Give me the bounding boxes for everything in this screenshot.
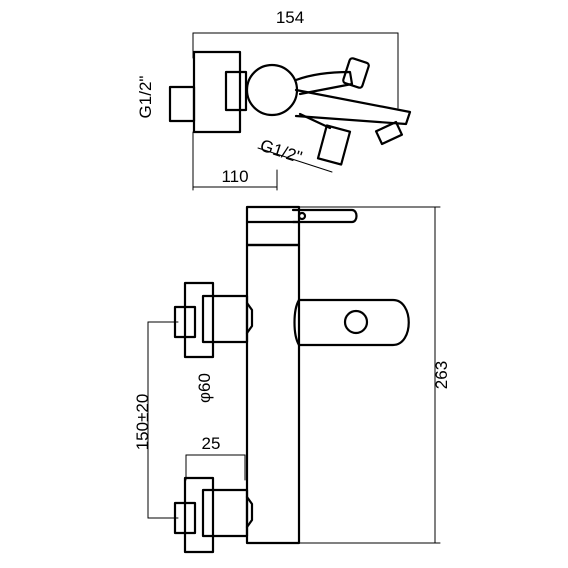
body-column bbox=[245, 243, 301, 545]
dim-text-154: 154 bbox=[276, 8, 304, 27]
upper-nut-cap bbox=[245, 301, 254, 335]
outlet-neck bbox=[298, 112, 332, 130]
outlet-connector bbox=[316, 124, 352, 166]
lower-nut-cap bbox=[245, 495, 254, 529]
dim-text-diameter: φ60 bbox=[195, 373, 214, 403]
spout-joint bbox=[293, 298, 301, 347]
lever-pin bbox=[297, 211, 307, 221]
dim-text-inlet-thread: G1/2" bbox=[136, 76, 155, 119]
dim-text-150: 150±20 bbox=[133, 394, 152, 451]
diverter-knob bbox=[343, 309, 369, 335]
lever-knob bbox=[342, 57, 370, 89]
upper-nut bbox=[201, 294, 249, 344]
dim-text-263: 263 bbox=[432, 361, 451, 389]
upper-flange bbox=[183, 281, 215, 359]
outlet-thread-leader bbox=[257, 147, 333, 173]
lever-arm bbox=[294, 70, 354, 96]
lower-nut bbox=[201, 488, 249, 538]
inlet-connector bbox=[168, 85, 196, 123]
top-view: 154 G1/2" G1/2" 110 bbox=[136, 8, 412, 191]
flange-nut bbox=[224, 70, 248, 112]
dim-text-25: 25 bbox=[202, 434, 221, 453]
cartridge-cap bbox=[245, 205, 301, 247]
front-lever bbox=[291, 208, 358, 224]
dim-text-outlet-thread: G1/2" bbox=[258, 136, 305, 167]
wall-flange bbox=[192, 50, 242, 134]
dim-text-110: 110 bbox=[221, 167, 248, 186]
body-top bbox=[245, 63, 299, 117]
front-view: 263 150±20 φ60 25 bbox=[133, 205, 451, 554]
spout-front bbox=[297, 298, 410, 347]
spout-outlet bbox=[374, 120, 404, 146]
spout-top bbox=[294, 88, 412, 126]
lower-flange bbox=[183, 476, 215, 554]
